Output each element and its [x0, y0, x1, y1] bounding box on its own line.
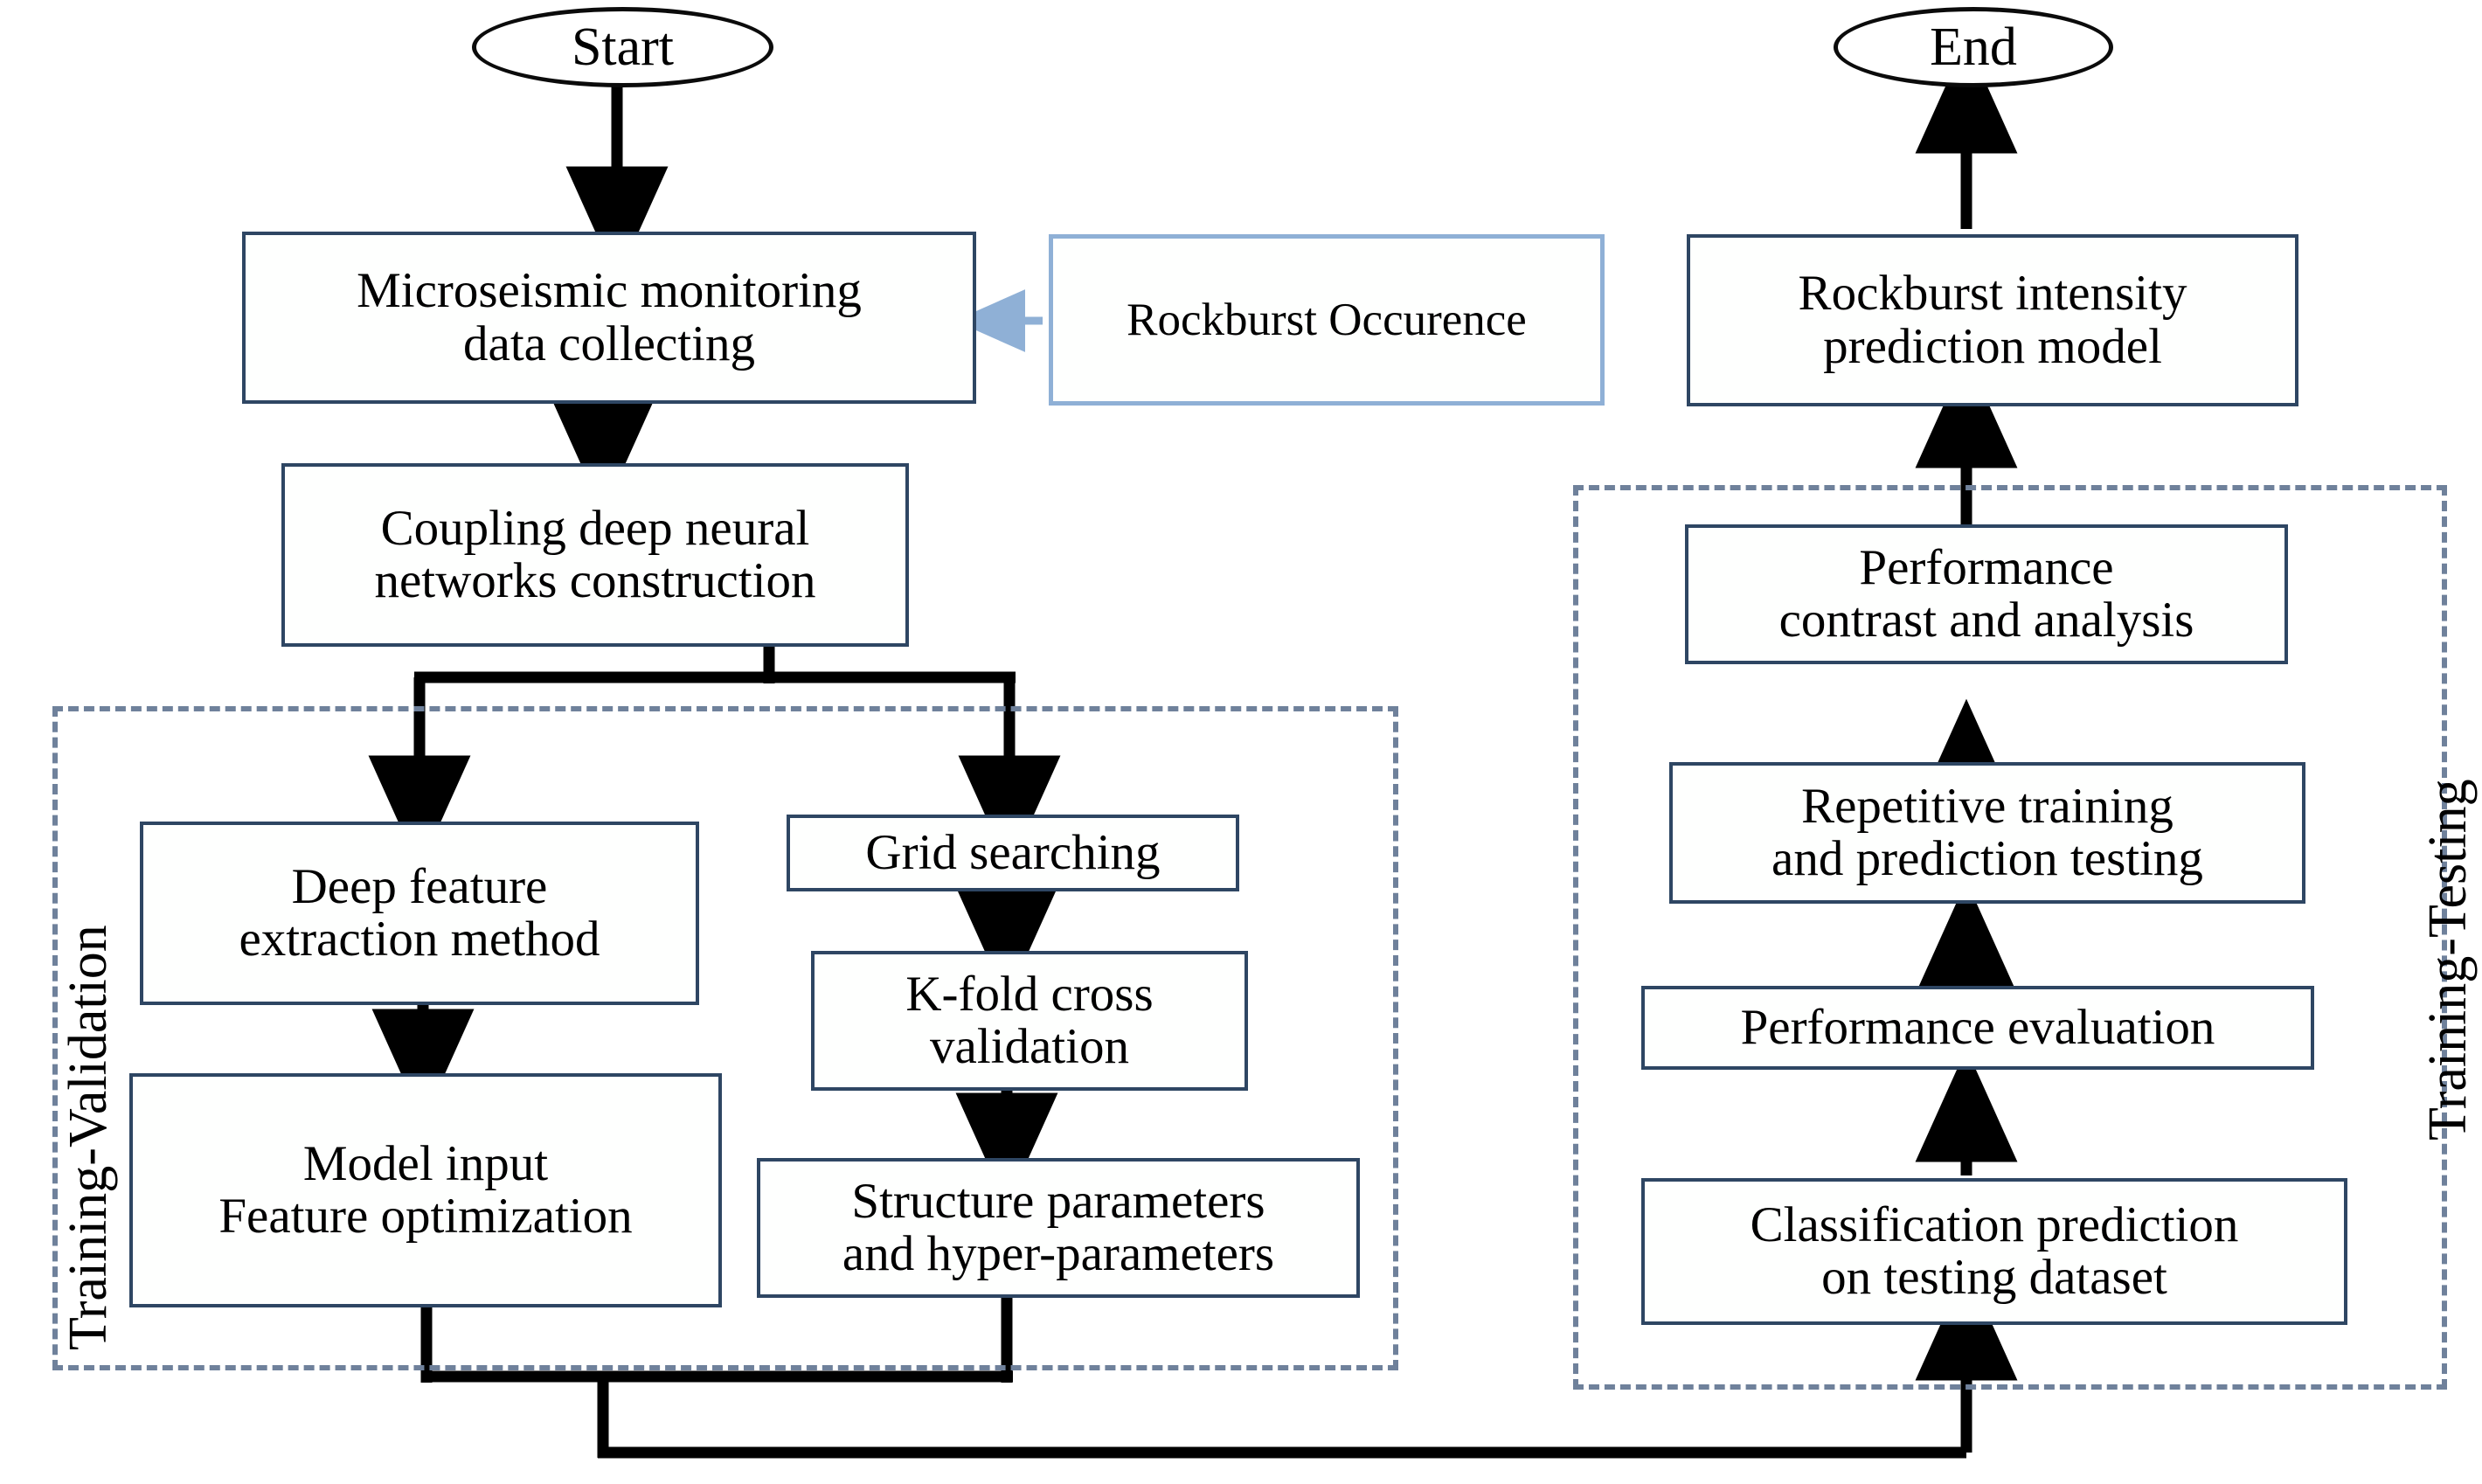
node-performance-contrast-analysis-label: Performance contrast and analysis: [1778, 539, 2194, 648]
node-kfold-cross-validation-label: K-fold cross validation: [905, 966, 1154, 1074]
node-rockburst-occurence-label: Rockburst Occurence: [1127, 294, 1527, 345]
node-structure-hyper-parameters[interactable]: Structure parameters and hyper-parameter…: [757, 1158, 1360, 1298]
node-performance-contrast-analysis[interactable]: Performance contrast and analysis: [1685, 524, 2288, 664]
node-rockburst-prediction-model-label: Rockburst intensity prediction model: [1798, 266, 2187, 374]
node-model-input-feature-optimization-label: Model input Feature optimization: [218, 1135, 633, 1244]
node-microseismic-monitoring[interactable]: Microseismic monitoring data collecting: [242, 232, 976, 404]
node-performance-evaluation[interactable]: Performance evaluation: [1641, 986, 2314, 1070]
node-classification-prediction-testing-label: Classification prediction on testing dat…: [1750, 1196, 2239, 1305]
node-rockburst-occurence[interactable]: Rockburst Occurence: [1049, 234, 1605, 406]
node-microseismic-monitoring-label: Microseismic monitoring data collecting: [357, 263, 862, 371]
terminator-start-label: Start: [571, 17, 675, 77]
group-label-training-validation: Training-Validation: [59, 925, 118, 1350]
group-training-testing: [1573, 485, 2447, 1390]
node-coupling-construction[interactable]: Coupling deep neural networks constructi…: [281, 463, 909, 647]
node-repetitive-training-prediction-label: Repetitive training and prediction testi…: [1771, 778, 2203, 886]
terminator-end-label: End: [1930, 17, 2017, 77]
group-training-validation: [52, 706, 1398, 1370]
node-coupling-construction-label: Coupling deep neural networks constructi…: [374, 500, 816, 608]
node-kfold-cross-validation[interactable]: K-fold cross validation: [811, 951, 1248, 1091]
node-model-input-feature-optimization[interactable]: Model input Feature optimization: [129, 1073, 722, 1307]
node-deep-feature-extraction[interactable]: Deep feature extraction method: [140, 822, 699, 1005]
node-performance-evaluation-label: Performance evaluation: [1740, 999, 2215, 1055]
terminator-end[interactable]: End: [1834, 7, 2113, 87]
node-rockburst-prediction-model[interactable]: Rockburst intensity prediction model: [1687, 234, 2298, 406]
node-repetitive-training-prediction[interactable]: Repetitive training and prediction testi…: [1669, 762, 2305, 904]
terminator-start[interactable]: Start: [472, 7, 773, 87]
group-label-training-testing: Training-Testing: [2418, 779, 2478, 1141]
node-classification-prediction-testing[interactable]: Classification prediction on testing dat…: [1641, 1178, 2347, 1325]
node-deep-feature-extraction-label: Deep feature extraction method: [239, 858, 600, 967]
node-structure-hyper-parameters-label: Structure parameters and hyper-parameter…: [842, 1173, 1275, 1281]
node-grid-searching-label: Grid searching: [865, 824, 1161, 880]
node-grid-searching[interactable]: Grid searching: [787, 815, 1239, 891]
